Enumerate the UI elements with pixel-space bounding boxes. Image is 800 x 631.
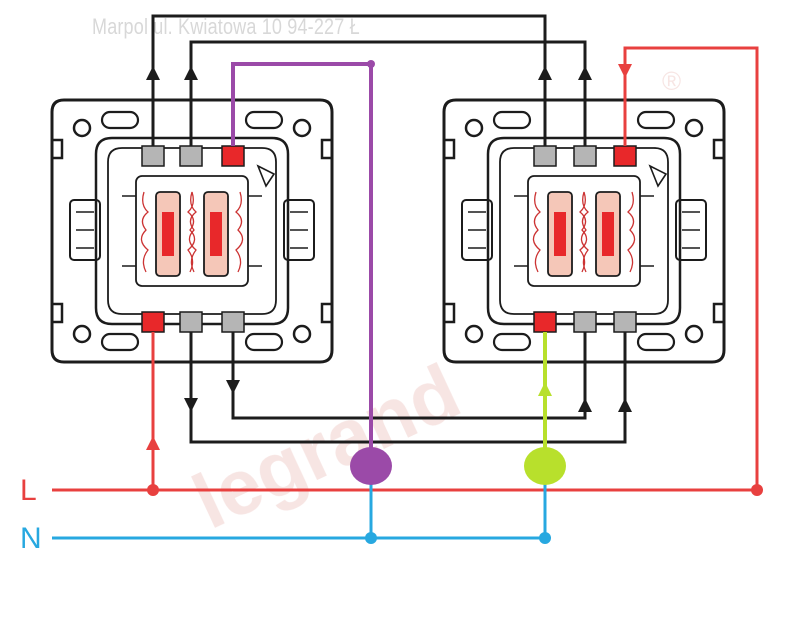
terminal-right-bottom-2 [573, 311, 597, 333]
neutral-label: N [20, 522, 42, 555]
terminal-left-top-1 [141, 145, 165, 167]
terminal-left-top-3 [221, 145, 245, 167]
traveler-top-inner [189, 40, 587, 146]
terminal-left-bottom-2 [179, 311, 203, 333]
traveler-bottom-outer [189, 332, 627, 444]
terminals-left [141, 145, 245, 333]
registered-mark: ® [662, 66, 681, 96]
line-to-right-switch [623, 46, 759, 490]
terminal-right-top-2 [573, 145, 597, 167]
traveler-arrows [146, 66, 632, 412]
brand-watermark-text: legrand [180, 347, 473, 546]
lamp-purple [350, 447, 392, 485]
line-arrows [146, 64, 763, 496]
terminal-left-bottom-1 [141, 311, 165, 333]
lamp-1-junction [367, 60, 375, 68]
terminal-left-top-2 [179, 145, 203, 167]
terminal-right-bottom-3 [613, 311, 637, 333]
traveler-bottom-inner [231, 332, 587, 420]
traveler-top-outer [151, 14, 547, 146]
terminal-left-bottom-3 [221, 311, 245, 333]
neutral-junctions [365, 532, 551, 544]
watermark-address: Marpol ul. Kwiatowa 10 94-227 Ł [92, 14, 360, 39]
terminal-right-bottom-1 [533, 311, 557, 333]
lamp-2-arrow [538, 382, 552, 396]
terminal-right-top-3 [613, 145, 637, 167]
terminals-right [533, 145, 637, 333]
lamp-green [524, 447, 566, 485]
line-wires [52, 46, 759, 492]
line-label: L [20, 474, 37, 507]
traveler-wires [151, 14, 627, 444]
lamp-1-wire [231, 62, 373, 448]
terminal-right-top-1 [533, 145, 557, 167]
